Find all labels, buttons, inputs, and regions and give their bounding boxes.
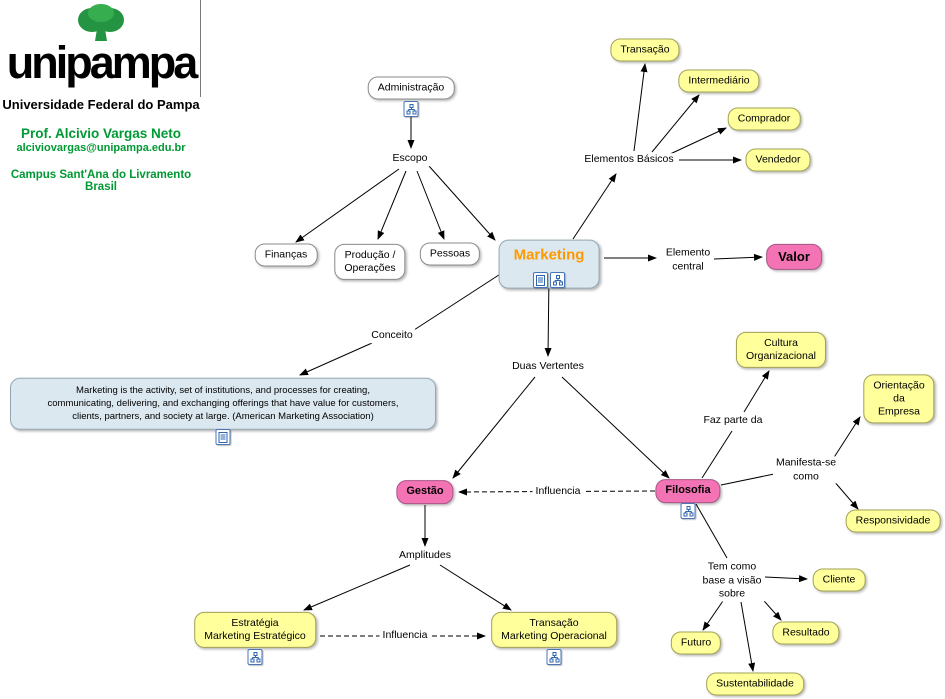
node-marketing[interactable]: Marketing [498, 239, 600, 289]
edge-filosofia-manifesta [720, 472, 780, 486]
link-duas-vertentes[interactable]: Duas Vertentes [509, 360, 587, 374]
node-cultura-organizacional[interactable]: Cultura Organizacional [735, 331, 827, 369]
link-elemento-central[interactable]: Elemento central [662, 246, 714, 274]
edge-filosofia-tem-como [695, 503, 728, 559]
edge-elementos-transacao [633, 63, 648, 152]
link-influencia-1[interactable]: Influencia [532, 485, 584, 499]
node-futuro[interactable]: Futuro [670, 631, 722, 655]
edge-tem-como-futuro [702, 597, 726, 631]
professor-email: alciviovargas@unipampa.edu.br [16, 141, 186, 154]
edge-marketing-elementos [572, 173, 617, 240]
node-transacao[interactable]: Transação [610, 38, 680, 62]
document-glyph [536, 274, 545, 286]
document-icon[interactable] [215, 429, 231, 445]
edge-manifesta-responsividade [832, 479, 859, 510]
edge-escopo-financas [295, 168, 400, 243]
edge-filosofia-faz-parte [701, 430, 733, 479]
node-marketing-definition[interactable]: Marketing is the activity, set of instit… [10, 377, 436, 431]
node-sustentabilidade[interactable]: Sustentabilidade [706, 672, 804, 696]
orgchart-glyph [406, 103, 416, 114]
link-elementos-basicos[interactable]: Elementos Básicos [581, 153, 677, 167]
orgchart-glyph [549, 651, 559, 662]
link-amplitudes[interactable]: Amplitudes [396, 549, 454, 563]
link-manifesta-se-como[interactable]: Manifesta-se como [772, 456, 840, 484]
orgchart-glyph [250, 651, 260, 662]
edge-manifesta-orientacao [832, 416, 861, 460]
orgchart-glyph [552, 274, 563, 285]
orgchart-icon[interactable] [403, 101, 419, 117]
node-resultado[interactable]: Resultado [772, 621, 840, 645]
node-pessoas[interactable]: Pessoas [419, 242, 481, 266]
edge-escopo-producao [377, 170, 407, 240]
marketing-resource-icons [533, 272, 565, 288]
edge-escopo-marketing [428, 165, 496, 241]
node-comprador[interactable]: Comprador [727, 107, 801, 131]
link-tem-como-base[interactable]: Tem como base a visão sobre [699, 560, 765, 602]
country-name: Brasil [85, 180, 117, 193]
node-producao-operacoes[interactable]: Produção / Operações [334, 243, 406, 281]
orgchart-icon[interactable] [546, 649, 562, 665]
orgchart-icon[interactable] [680, 503, 696, 519]
node-gestao[interactable]: Gestão [396, 480, 454, 504]
unipampa-tree-logo-icon [70, 2, 132, 42]
edge-duas-vertentes-filosofia [561, 376, 670, 479]
document-icon[interactable] [533, 272, 548, 288]
node-financas[interactable]: Finanças [254, 243, 318, 267]
node-administracao[interactable]: Administração [367, 76, 455, 100]
edge-duas-vertentes-gestao [452, 376, 536, 479]
node-orientacao-da-empresa[interactable]: Orientação da Empresa [863, 374, 935, 424]
branding-panel: unipampa Universidade Federal do Pampa P… [0, 0, 202, 193]
node-cliente[interactable]: Cliente [812, 568, 866, 592]
link-escopo[interactable]: Escopo [389, 152, 431, 166]
edge-marketing-conceito [413, 270, 506, 331]
edge-faz-parte-cultura [743, 370, 770, 413]
orgchart-glyph [683, 505, 693, 516]
document-glyph [218, 431, 228, 443]
link-conceito[interactable]: Conceito [368, 329, 416, 343]
university-name: Universidade Federal do Pampa [2, 96, 200, 112]
edge-escopo-pessoas [416, 170, 445, 240]
edge-elementos-intermediario [651, 94, 700, 153]
unipampa-wordmark: unipampa [6, 37, 199, 88]
edge-tem-como-sustentabilidade [740, 601, 756, 672]
orgchart-icon[interactable] [550, 272, 565, 288]
node-valor[interactable]: Valor [766, 243, 822, 271]
node-transacao-marketing-operacional[interactable]: Transação Marketing Operacional [491, 611, 617, 649]
node-filosofia[interactable]: Filosofia [655, 479, 721, 503]
professor-name: Prof. Alcivio Vargas Neto [20, 125, 182, 141]
orgchart-icon[interactable] [247, 649, 263, 665]
edge-amplitudes-estrategia [303, 564, 411, 611]
edge-amplitudes-operacional [439, 564, 512, 611]
edge-elementos-comprador [667, 127, 727, 156]
edge-tem-como-cliente [764, 575, 808, 583]
edge-elemento-central-valor [713, 253, 763, 261]
campus-name: Campus Sant'Ana do Livramento [10, 168, 192, 181]
node-vendedor[interactable]: Vendedor [745, 148, 811, 172]
node-intermediario[interactable]: Intermediário [678, 69, 760, 93]
link-faz-parte-da[interactable]: Faz parte da [700, 414, 766, 428]
node-responsividade[interactable]: Responsividade [845, 509, 941, 533]
link-influencia-2[interactable]: Influencia [379, 629, 431, 643]
edge-conceito-definicao [299, 342, 373, 376]
divider-line [200, 0, 201, 97]
node-estrategia-marketing-estrategico[interactable]: Estratégia Marketing Estratégico [194, 611, 316, 649]
